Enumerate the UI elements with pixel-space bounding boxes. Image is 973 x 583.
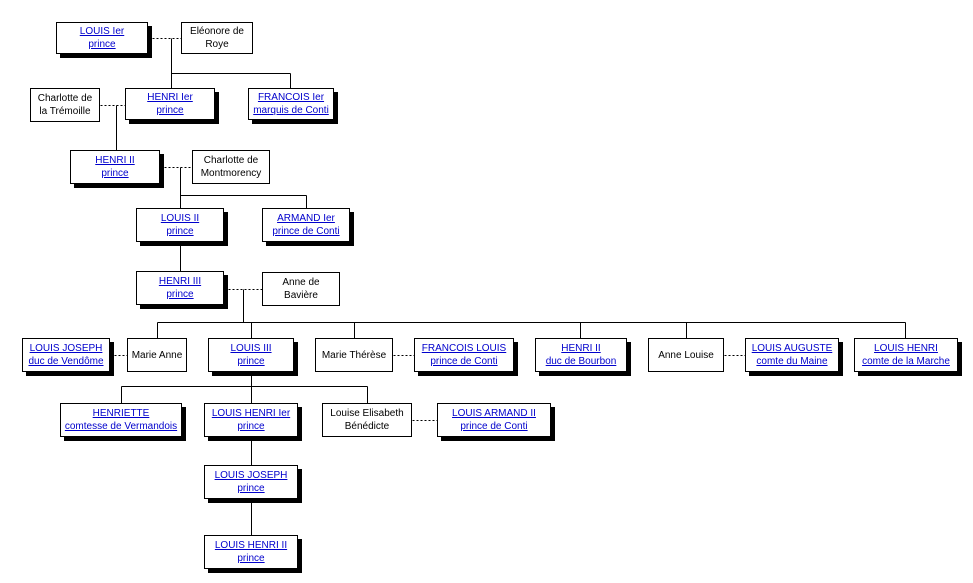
- spouse-name-text: Charlotte de: [203, 155, 259, 166]
- person-name-link[interactable]: LOUIS Ier: [79, 26, 125, 37]
- person-box-louis-henri1: LOUIS HENRI Ier prince: [204, 403, 298, 437]
- spouse-name-text: Anne Louise: [658, 349, 714, 361]
- person-title-link[interactable]: comte du Maine: [756, 356, 828, 367]
- person-box-francois-louis: FRANCOIS LOUIS prince de Conti: [414, 338, 514, 372]
- person-title-link[interactable]: marquis de Conti: [253, 105, 329, 116]
- spouse-name-text: Marie Anne: [131, 349, 183, 361]
- spouse-name-text: Bavière: [284, 290, 318, 301]
- person-title-link[interactable]: comtesse de Vermandois: [64, 421, 178, 432]
- spouse-box-anne-louise: Anne Louise: [648, 338, 724, 372]
- spouse-box-marie-anne: Marie Anne: [127, 338, 187, 372]
- person-title-link[interactable]: prince de Conti: [430, 356, 498, 367]
- person-box-henri1: HENRI Ier prince: [125, 88, 215, 120]
- person-title-link[interactable]: prince: [237, 553, 265, 564]
- person-title-link[interactable]: duc de Vendôme: [28, 356, 104, 367]
- person-name-link[interactable]: LOUIS HENRI: [874, 343, 938, 354]
- person-title-link[interactable]: comte de la Marche: [862, 356, 950, 367]
- person-name-link[interactable]: ARMAND Ier: [277, 213, 335, 224]
- spouse-name-text: la Trémoille: [39, 106, 91, 117]
- person-name-link[interactable]: FRANCOIS Ier: [257, 92, 325, 103]
- spouse-name-text: Anne de: [282, 277, 320, 288]
- person-title-link[interactable]: prince de Conti: [460, 421, 528, 432]
- person-name-link[interactable]: LOUIS HENRI Ier: [211, 408, 291, 419]
- person-box-henri2: HENRI II prince: [70, 150, 160, 184]
- spouse-name-text: Eléonore de: [190, 26, 244, 37]
- person-box-louis-joseph: LOUIS JOSEPH prince: [204, 465, 298, 499]
- person-title-link[interactable]: prince: [237, 421, 265, 432]
- person-box-henri2-bourbon: HENRI II duc de Bourbon: [535, 338, 627, 372]
- person-box-louis2: LOUIS II prince: [136, 208, 224, 242]
- person-name-link[interactable]: HENRI II: [95, 155, 135, 166]
- spouse-name-text: Louise Elisabeth: [330, 408, 404, 419]
- person-title-link[interactable]: prince: [156, 105, 184, 116]
- spouse-name-text: Montmorency: [200, 168, 262, 179]
- spouse-box-marie-therese: Marie Thérèse: [315, 338, 393, 372]
- person-box-armand1: ARMAND Ier prince de Conti: [262, 208, 350, 242]
- spouse-box-charlotte-montmorency: Charlotte de Montmorency: [192, 150, 270, 184]
- person-name-link[interactable]: LOUIS JOSEPH: [214, 470, 288, 481]
- person-title-link[interactable]: prince de Conti: [272, 226, 340, 237]
- spouse-name-text: Roye: [205, 39, 229, 50]
- person-box-louis-armand2: LOUIS ARMAND II prince de Conti: [437, 403, 551, 437]
- person-name-link[interactable]: HENRI Ier: [147, 92, 193, 103]
- spouse-name-text: Charlotte de: [37, 93, 93, 104]
- person-name-link[interactable]: LOUIS AUGUSTE: [751, 343, 833, 354]
- person-title-link[interactable]: prince: [101, 168, 129, 179]
- person-title-link[interactable]: prince: [166, 226, 194, 237]
- person-title-link[interactable]: prince: [237, 356, 265, 367]
- person-box-louis3: LOUIS III prince: [208, 338, 294, 372]
- spouse-box-eleonore: Eléonore de Roye: [181, 22, 253, 54]
- spouse-box-charlotte-tremoille: Charlotte de la Trémoille: [30, 88, 100, 122]
- person-box-henri3: HENRI III prince: [136, 271, 224, 305]
- person-title-link[interactable]: prince: [88, 39, 116, 50]
- person-name-link[interactable]: HENRI II: [561, 343, 601, 354]
- person-box-louis-joseph-vendome: LOUIS JOSEPH duc de Vendôme: [22, 338, 110, 372]
- spouse-name-text: Marie Thérèse: [321, 349, 387, 361]
- person-name-link[interactable]: LOUIS II: [160, 213, 200, 224]
- person-name-link[interactable]: HENRIETTE: [92, 408, 150, 419]
- spouse-box-anne-baviere: Anne de Bavière: [262, 272, 340, 306]
- person-box-henriette: HENRIETTE comtesse de Vermandois: [60, 403, 182, 437]
- person-box-francois1: FRANCOIS Ier marquis de Conti: [248, 88, 334, 120]
- person-name-link[interactable]: LOUIS ARMAND II: [452, 408, 536, 419]
- person-name-link[interactable]: HENRI III: [158, 276, 202, 287]
- person-name-link[interactable]: LOUIS JOSEPH: [29, 343, 103, 354]
- spouse-name-text: Bénédicte: [344, 421, 390, 432]
- person-title-link[interactable]: duc de Bourbon: [545, 356, 617, 367]
- person-title-link[interactable]: prince: [166, 289, 194, 300]
- person-box-louis-henri-marche: LOUIS HENRI comte de la Marche: [854, 338, 958, 372]
- person-box-louis1: LOUIS Ier prince: [56, 22, 148, 54]
- person-name-link[interactable]: FRANCOIS LOUIS: [421, 343, 507, 354]
- person-name-link[interactable]: LOUIS HENRI II: [214, 540, 288, 551]
- person-box-louis-auguste: LOUIS AUGUSTE comte du Maine: [745, 338, 839, 372]
- person-title-link[interactable]: prince: [237, 483, 265, 494]
- person-box-louis-henri2: LOUIS HENRI II prince: [204, 535, 298, 569]
- person-name-link[interactable]: LOUIS III: [230, 343, 272, 354]
